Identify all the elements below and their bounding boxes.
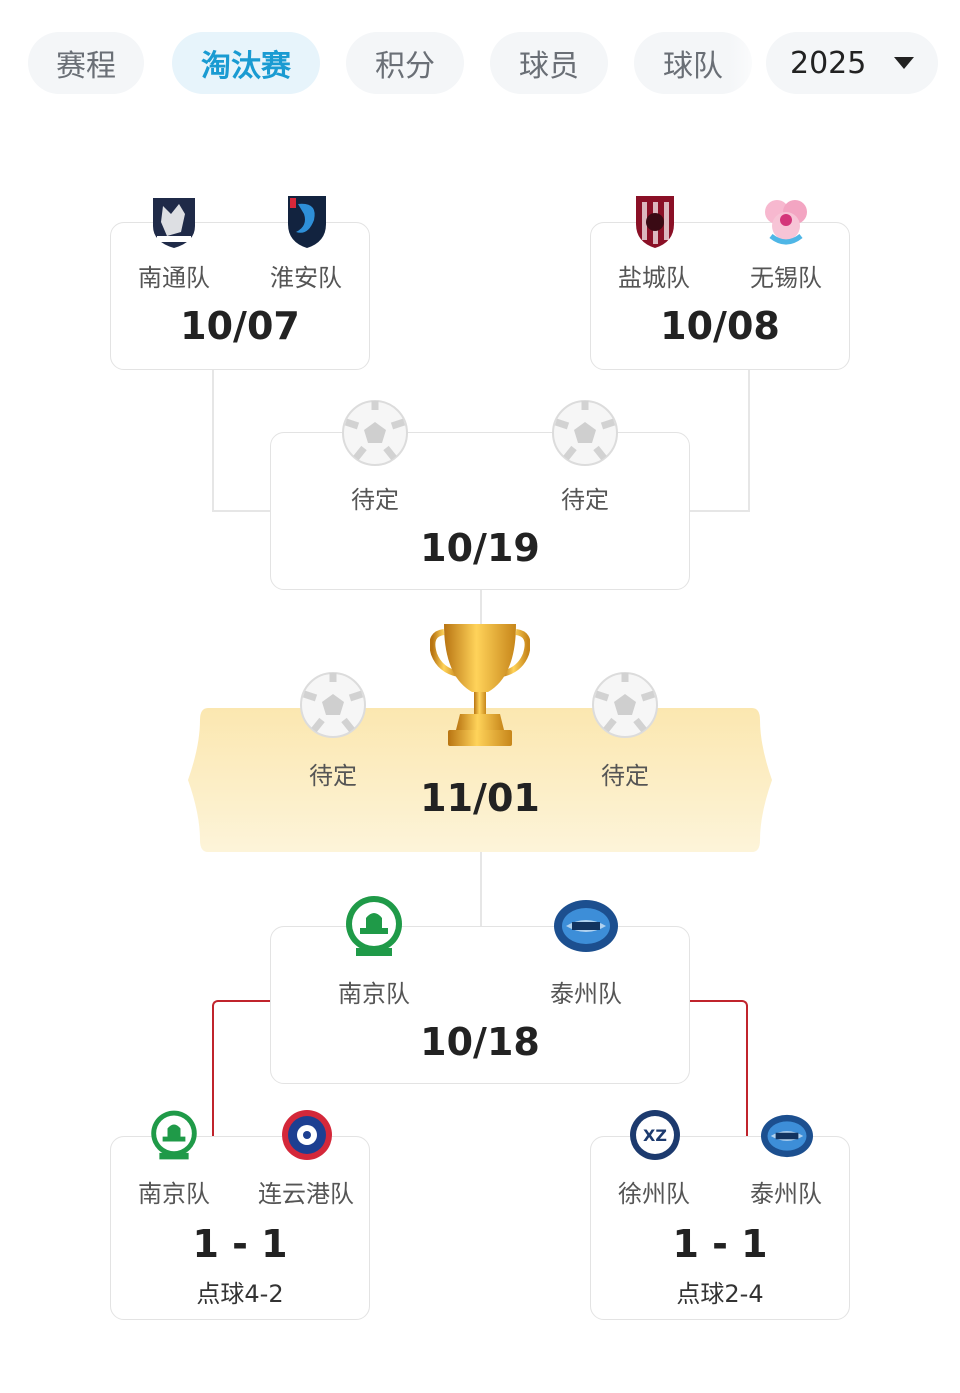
bracket-line-top-left <box>212 368 274 512</box>
team-name: 南京队 <box>138 1180 210 1208</box>
match-date: 10/19 <box>420 526 540 570</box>
bracket-line-top-right <box>688 368 750 512</box>
team-name: 待定 <box>561 486 609 514</box>
soccer-ball-icon <box>590 670 660 740</box>
match-card-qf-top-left[interactable] <box>110 222 370 370</box>
bracket-line-sf-top-final <box>480 590 482 624</box>
match-date: 10/07 <box>180 304 300 348</box>
match-card-qf-top-right[interactable] <box>590 222 850 370</box>
taizhou-crest-icon <box>552 894 620 958</box>
team-name: 待定 <box>601 762 649 790</box>
year-dropdown[interactable]: 2025 <box>766 32 938 94</box>
penalty-result: 点球4-2 <box>196 1280 284 1308</box>
team-name: 南通队 <box>138 264 210 292</box>
caret-down-icon <box>894 57 914 69</box>
match-date: 10/08 <box>660 304 780 348</box>
lianyungang-crest-icon <box>280 1108 334 1162</box>
nanjing-crest-icon <box>342 894 406 958</box>
match-score: 1 - 1 <box>672 1222 768 1266</box>
team-name: 待定 <box>309 762 357 790</box>
yancheng-crest-icon <box>626 192 684 250</box>
bracket-line-bottom-right-winner <box>688 1000 748 1142</box>
team-name: 待定 <box>351 486 399 514</box>
wuxi-crest-icon <box>757 192 815 250</box>
nantong-crest-icon <box>145 192 203 250</box>
match-score: 1 - 1 <box>192 1222 288 1266</box>
match-date: 10/18 <box>420 1020 540 1064</box>
tabs-fade <box>728 32 768 94</box>
soccer-ball-icon <box>298 670 368 740</box>
trophy-icon <box>429 620 531 752</box>
match-card-sf-bottom[interactable] <box>270 926 690 1084</box>
match-card-qf-bottom-left[interactable] <box>110 1136 370 1320</box>
bracket-line-final-sf-bottom <box>480 852 482 928</box>
team-name: 南京队 <box>338 980 410 1008</box>
tab-players[interactable]: 球员 <box>490 32 608 94</box>
tab-knockout[interactable]: 淘汰赛 <box>172 32 320 94</box>
xuzhou-crest-icon: XZ <box>628 1108 682 1162</box>
tab-standings[interactable]: 积分 <box>346 32 464 94</box>
team-name: 连云港队 <box>258 1180 354 1208</box>
team-name: 泰州队 <box>750 1180 822 1208</box>
svg-text:XZ: XZ <box>643 1126 667 1145</box>
team-name: 徐州队 <box>618 1180 690 1208</box>
match-card-qf-bottom-right[interactable] <box>590 1136 850 1320</box>
soccer-ball-icon <box>550 398 620 468</box>
tab-schedule[interactable]: 赛程 <box>28 32 144 94</box>
huaian-crest-icon <box>278 192 336 250</box>
team-name: 泰州队 <box>550 980 622 1008</box>
match-card-sf-top[interactable] <box>270 432 690 590</box>
taizhou-crest-icon <box>758 1110 816 1162</box>
team-name: 盐城队 <box>618 264 690 292</box>
team-name: 淮安队 <box>270 264 342 292</box>
nanjing-crest-icon <box>148 1108 200 1162</box>
match-date: 11/01 <box>420 776 540 820</box>
team-name: 无锡队 <box>750 264 822 292</box>
year-value: 2025 <box>790 45 867 81</box>
penalty-result: 点球2-4 <box>676 1280 764 1308</box>
soccer-ball-icon <box>340 398 410 468</box>
bracket-line-bottom-left-winner <box>212 1000 274 1142</box>
match-card-final[interactable] <box>188 706 772 854</box>
